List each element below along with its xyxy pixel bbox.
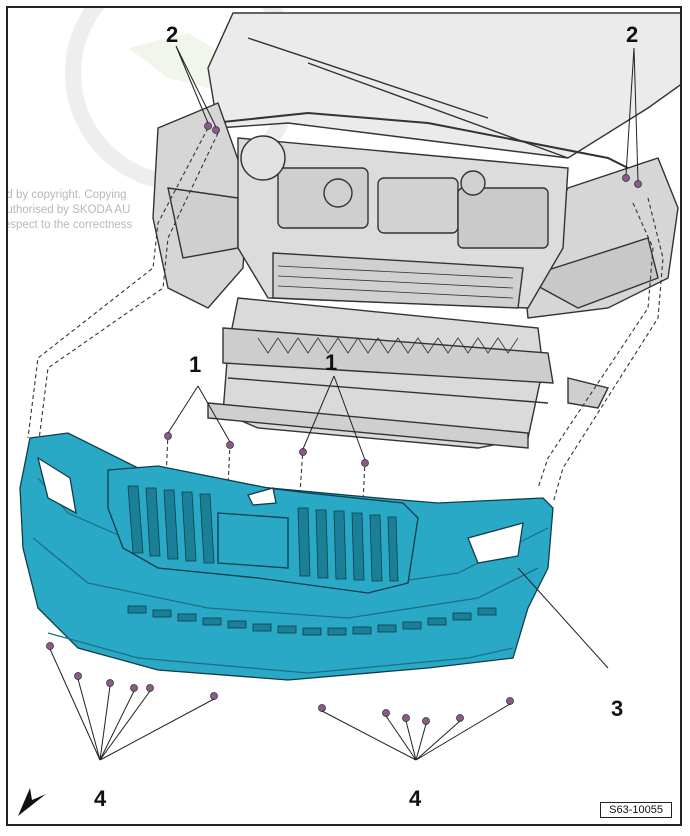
front-bumper-cover xyxy=(19,432,554,681)
direction-arrow-icon xyxy=(18,788,46,816)
callout-2-left: 2 xyxy=(166,22,179,47)
leader-lines xyxy=(49,45,639,761)
callout-1-right: 1 xyxy=(325,350,338,375)
fastener-bolts xyxy=(46,122,642,725)
vehicle-front-body xyxy=(152,12,680,449)
watermark-line-2: authorised by SKODA AU xyxy=(6,204,131,216)
callout-1-left: 1 xyxy=(189,352,202,377)
callout-4-left: 4 xyxy=(94,786,107,811)
diagram-frame: ed by copyright. Copying authorised by S… xyxy=(6,6,682,826)
callout-3-bumper: 3 xyxy=(611,696,624,721)
figure-reference: S63-10055 xyxy=(600,802,672,818)
callout-2-right: 2 xyxy=(626,22,639,47)
copyright-watermark: ed by copyright. Copying authorised by S… xyxy=(6,188,133,233)
callout-4-right: 4 xyxy=(409,786,422,811)
watermark-line-1: ed by copyright. Copying xyxy=(6,189,127,201)
watermark-line-3: respect to the correctness xyxy=(6,219,133,231)
exploded-view-drawing xyxy=(18,8,680,816)
